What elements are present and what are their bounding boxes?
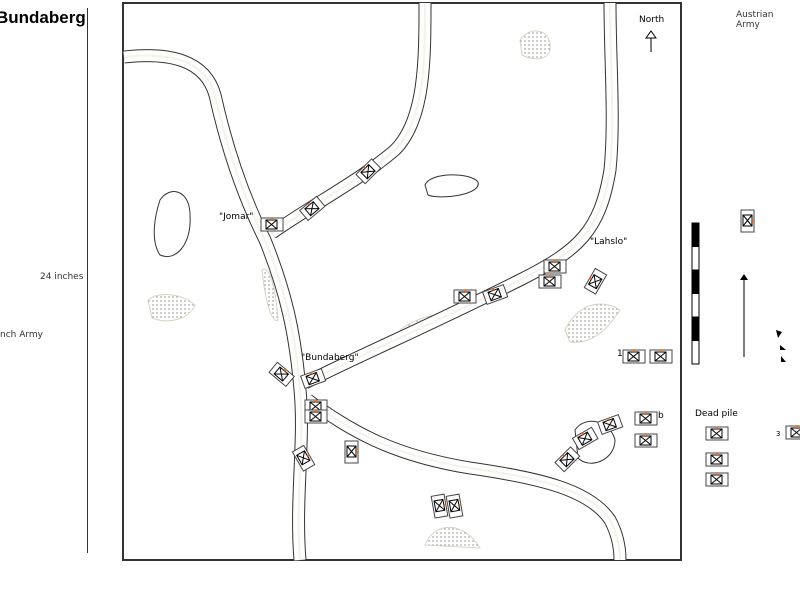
town-label-bundaberg: "Bundaberg" <box>301 353 359 363</box>
unit-count-label: 1 <box>617 349 623 359</box>
unit-counter[interactable] <box>705 472 729 487</box>
unit-counter[interactable] <box>543 259 567 274</box>
unit-layer[interactable] <box>260 158 800 519</box>
hill-terrain <box>147 294 196 322</box>
unit-counter[interactable] <box>596 413 624 435</box>
left-ruler-line <box>87 8 88 553</box>
unit-counter[interactable] <box>649 349 673 364</box>
unit-counter[interactable] <box>583 267 608 295</box>
unit-counter[interactable] <box>268 361 295 388</box>
austrian-army-label: Austrian Army <box>736 10 774 30</box>
unit-counter[interactable] <box>622 349 646 364</box>
hill-terrain <box>424 526 481 549</box>
unit-counter[interactable] <box>740 209 755 233</box>
scale-segment <box>691 222 700 247</box>
map-north-label: North <box>639 15 665 25</box>
marker-b: b <box>658 411 664 421</box>
unit-counter[interactable] <box>538 274 562 289</box>
scale-segment <box>691 293 700 318</box>
scale-segment <box>691 316 700 341</box>
unit-counter[interactable] <box>634 411 658 426</box>
unit-counter[interactable] <box>299 195 326 222</box>
unit-counter[interactable] <box>344 440 359 464</box>
unit-counter[interactable] <box>705 452 729 467</box>
french-army-label: nch Army <box>0 330 44 340</box>
hill-terrain <box>564 303 621 343</box>
unit-counter[interactable] <box>304 409 328 424</box>
dead-pile-label: Dead pile <box>695 409 738 419</box>
unit-counter[interactable] <box>705 426 729 441</box>
wind-arrow-icon <box>740 274 748 357</box>
hedge-terrain <box>261 268 279 322</box>
unit-counter[interactable] <box>299 367 327 389</box>
scale-segment <box>691 246 700 271</box>
unit-counter[interactable] <box>445 493 464 519</box>
direction-markers <box>776 330 786 362</box>
unit-counter[interactable] <box>785 425 800 440</box>
unit-counter[interactable] <box>355 158 382 185</box>
unit-counter[interactable] <box>554 446 581 473</box>
unit-counter[interactable] <box>634 433 658 448</box>
hill-terrain <box>519 30 551 60</box>
scale-segment <box>691 269 700 294</box>
marker-3: 3 <box>776 430 781 438</box>
scenario-title: Bundaberg <box>0 8 86 27</box>
scale-bar <box>691 222 700 365</box>
road-southeast <box>304 394 627 561</box>
unit-counter[interactable] <box>481 283 509 305</box>
road-lahslo <box>302 2 619 389</box>
town-label-jomar: "Jomar" <box>219 212 254 222</box>
woods-terrain <box>153 191 191 257</box>
unit-counter[interactable] <box>291 444 316 472</box>
pond-terrain <box>424 174 479 198</box>
town-label-lahslo: "Lahslo" <box>590 237 628 247</box>
unit-counter[interactable] <box>453 289 477 304</box>
unit-counter[interactable] <box>571 426 599 451</box>
scale-segment <box>691 340 700 365</box>
unit-counter[interactable] <box>260 217 284 232</box>
ruler-label: 24 inches <box>40 272 84 282</box>
unit-counter[interactable] <box>430 493 449 519</box>
north-arrow-icon <box>645 30 657 52</box>
